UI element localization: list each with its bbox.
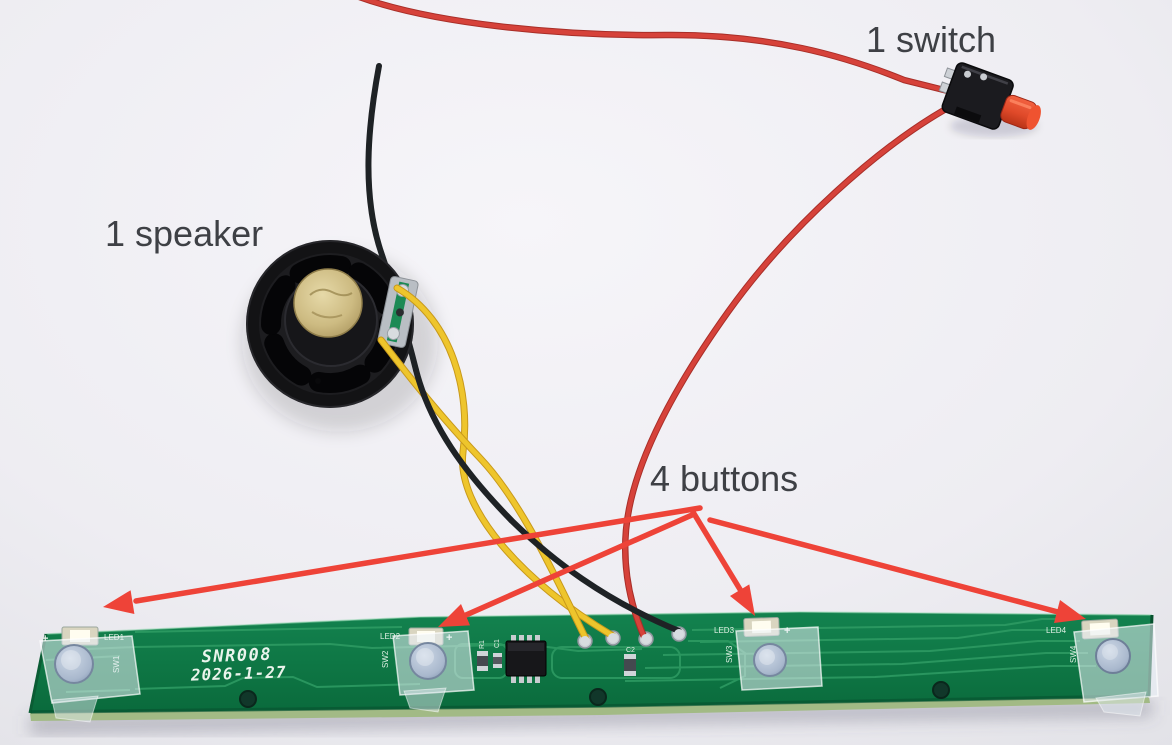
black-wire-lower (413, 367, 682, 634)
button4-cap (1095, 638, 1131, 674)
component-label-r1: R1 (479, 640, 486, 649)
pcb-bottom-inner-line (30, 694, 1149, 714)
pcb-bottom-edge (30, 697, 1150, 721)
button2-film-flap (403, 687, 447, 713)
led2-label: LED2 (380, 632, 401, 641)
button3: SW3 (725, 626, 823, 691)
smd-components: R1 C1 C2 (477, 639, 636, 676)
pcb-mounting-holes (239, 681, 950, 708)
button2: SW2 (381, 630, 475, 713)
red-wires (358, 0, 957, 643)
button1-film-flap (51, 695, 99, 723)
button4-film-flap (1095, 691, 1147, 717)
sw4-label: SW4 (1069, 645, 1078, 663)
arrow-to-button2 (438, 512, 695, 627)
button4: SW4 (1069, 623, 1159, 717)
sw2-label: SW2 (381, 650, 390, 668)
pcb-board: SNR008 2026-1-27 R1 C1 C2 (28, 611, 1159, 723)
switch-annotation-label: 1 switch (866, 19, 997, 60)
led4-label: LED4 (1046, 626, 1067, 635)
yellow-wire-2-core (378, 337, 589, 642)
sw3-label: SW3 (725, 645, 734, 663)
component-label-c2: C2 (626, 647, 635, 654)
arrow-to-button1 (103, 505, 703, 614)
speaker-gold-dome (293, 268, 363, 338)
solder-joints (580, 629, 684, 646)
push-switch (938, 62, 1041, 130)
ic-chip (505, 635, 547, 683)
buttons-annotation-label: 4 buttons (650, 458, 799, 499)
speaker (246, 240, 419, 408)
pcb-model-silkscreen: SNR008 (201, 645, 272, 667)
pcb-date-silkscreen: 2026-1-27 (190, 662, 287, 684)
pcb-face (30, 612, 1152, 713)
pcb-top-edge-highlight (45, 611, 1153, 635)
arrow-to-button3 (690, 509, 755, 616)
button1: SW1 (39, 635, 141, 723)
button3-cap (753, 643, 787, 677)
red-wire-top-core (361, 0, 955, 95)
speaker-frame-hole (315, 378, 321, 384)
led3-label: LED3 (714, 626, 735, 635)
red-wire-to-board-core (623, 102, 956, 642)
component-label-c1: C1 (494, 639, 501, 648)
annotation-arrows (103, 505, 1086, 627)
arrow-to-button4 (707, 517, 1086, 623)
led1-plus-mark: + (42, 633, 48, 645)
button2-cap (409, 642, 447, 680)
speaker-annotation-label: 1 speaker (105, 213, 264, 254)
button1-cap (54, 644, 94, 684)
